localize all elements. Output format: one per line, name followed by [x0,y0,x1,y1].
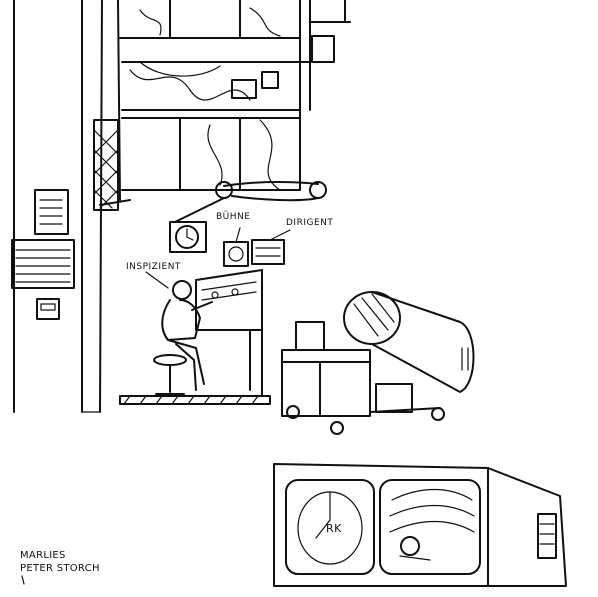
video-monitor [273,463,567,587]
stool [153,354,187,395]
floor-hazard-stripe [119,395,271,405]
monitor-screen-orchestra [379,479,481,575]
monitor-mark: RK [326,522,342,535]
prompter-desk [195,269,263,396]
label-dirigent: DIRIGENT [286,218,334,228]
signature-line-1: MARLIES [20,550,66,561]
rope-net-column [93,119,119,211]
inspizient-figure [161,280,213,391]
monitor-screen-stage [285,479,375,575]
follow-spotlight [343,291,475,393]
wall-clock [169,221,207,253]
wall-notice-board [11,239,75,289]
left-wall [13,0,101,413]
label-inspizient: INSPIZIENT [126,262,181,272]
wall-telephone [36,298,60,320]
stage-monitor-box [223,241,249,267]
label-buehne: BÜHNE [216,212,251,222]
signature-line-2: PETER STORCH [20,563,100,574]
stage-rig-structure [99,0,351,413]
pulley-arm [99,181,327,223]
wall-notice-top [34,189,69,235]
conductor-monitor-box [251,239,285,265]
spotlight-cart [281,321,445,435]
